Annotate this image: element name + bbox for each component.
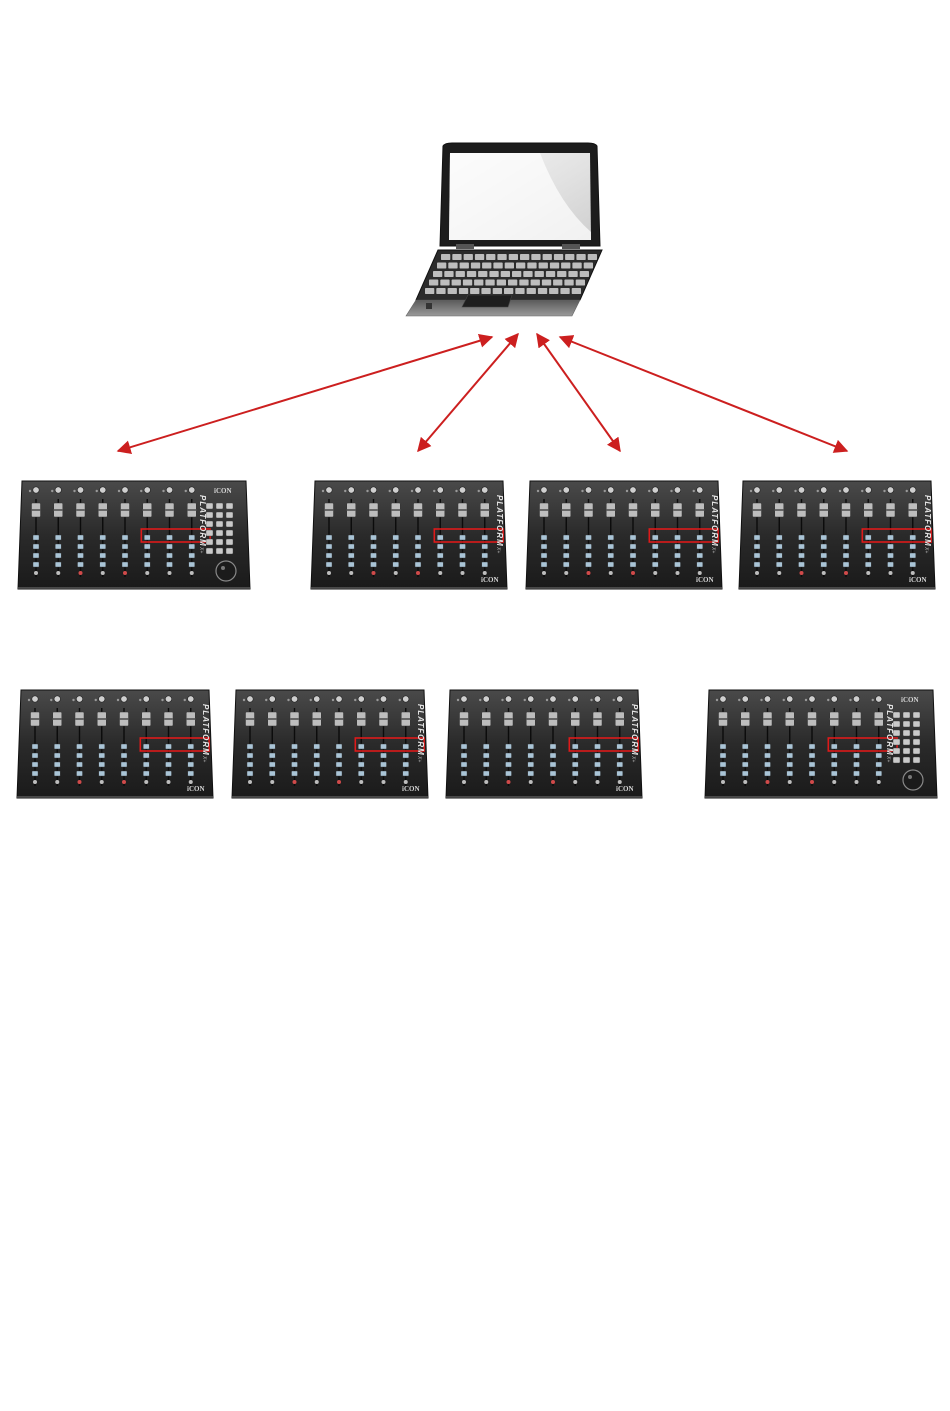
model-sub-label: X+ (201, 755, 207, 762)
brand-logo: iCON (909, 576, 927, 584)
model-sub-label: X+ (198, 546, 204, 553)
model-label: PLATFORM (198, 495, 207, 547)
brand-logo: iCON (901, 696, 919, 704)
connection-arrow-4 (560, 337, 847, 451)
model-label: PLATFORM (201, 704, 210, 756)
connection-arrow-1 (118, 337, 492, 451)
control-surfaces: iCONPLATFORMX+iCONPLATFORMX+iCONPLATFORM… (17, 481, 937, 798)
jog-wheel-icon (903, 770, 923, 790)
brand-logo: iCON (696, 576, 714, 584)
model-label: PLATFORM (416, 704, 425, 756)
model-sub-label: X+ (710, 546, 716, 553)
brand-logo: iCON (214, 487, 232, 495)
model-label: PLATFORM (710, 495, 719, 547)
model-label: PLATFORM (630, 704, 639, 756)
model-sub-label: X+ (416, 755, 422, 762)
brand-logo: iCON (187, 785, 205, 793)
brand-logo: iCON (402, 785, 420, 793)
model-label: PLATFORM (495, 495, 504, 547)
model-label: PLATFORM (885, 704, 894, 756)
brand-logo: iCON (481, 576, 499, 584)
connection-arrow-3 (537, 334, 620, 451)
jog-wheel-icon (216, 561, 236, 581)
model-sub-label: X+ (495, 546, 501, 553)
connection-arrow-2 (418, 334, 518, 451)
model-label: PLATFORM (923, 495, 932, 547)
brand-logo: iCON (616, 785, 634, 793)
laptop-icon (406, 143, 602, 316)
connection-arrows (118, 334, 847, 451)
model-sub-label: X+ (630, 755, 636, 762)
model-sub-label: X+ (923, 546, 929, 553)
model-sub-label: X+ (885, 755, 891, 762)
